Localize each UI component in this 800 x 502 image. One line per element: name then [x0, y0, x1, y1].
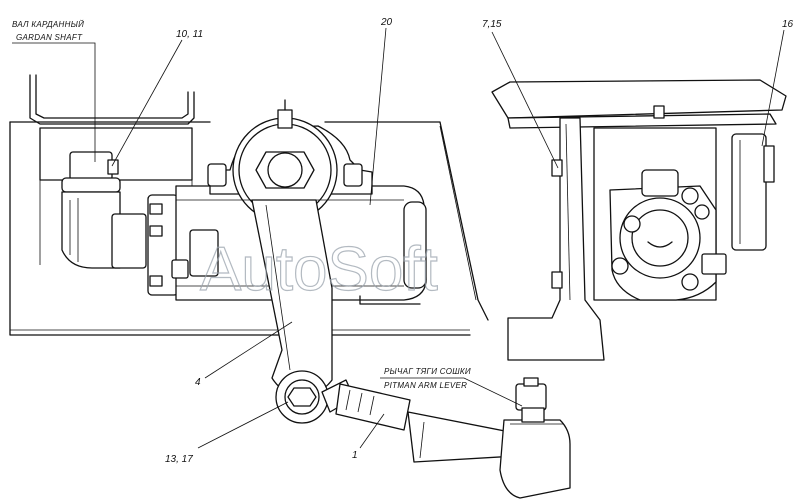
pump-assembly [491, 79, 787, 361]
cardan-shaft-coupling [61, 151, 147, 269]
leader-lines [12, 27, 785, 449]
drag-link [335, 383, 521, 463]
callout-4: 4 [195, 377, 201, 388]
cardan-shaft-label-ru: ВАЛ КАРДАННЫЙ [12, 20, 84, 29]
cardan-shaft-label-en: GARDAN SHAFT [16, 33, 83, 42]
watermark-text: AutoSoft [200, 235, 438, 304]
pitman-arm-lever-joint [499, 377, 571, 499]
callout-16: 16 [782, 19, 794, 30]
steering-gear-housing [147, 99, 427, 305]
pitman-arm [251, 199, 355, 424]
pitman-arm-lever-label-ru: РЫЧАГ ТЯГИ СОШКИ [384, 367, 471, 376]
callout-20: 20 [380, 17, 393, 28]
callout-7-15: 7,15 [482, 19, 502, 30]
pitman-arm-lever-label-en: PITMAN ARM LEVER [384, 381, 467, 390]
cardan-shaft-bracket [29, 74, 195, 265]
callout-10-11: 10, 11 [176, 29, 203, 40]
callout-1: 1 [352, 450, 358, 461]
callout-13-17: 13, 17 [165, 454, 193, 465]
